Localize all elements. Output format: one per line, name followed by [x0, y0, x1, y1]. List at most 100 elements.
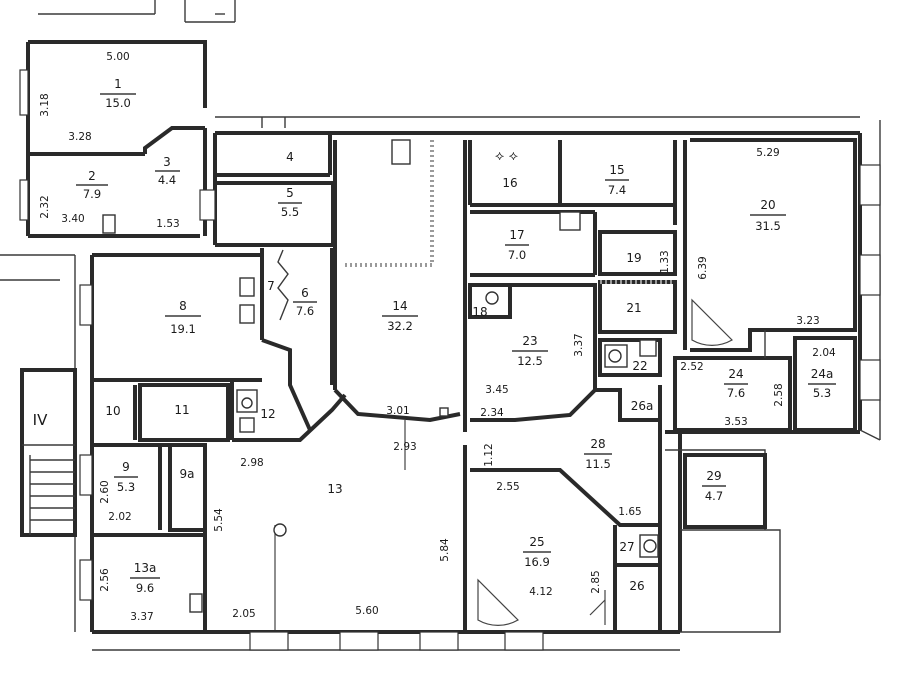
room-9a: 9a: [180, 467, 195, 481]
room-area: 7.0: [508, 248, 526, 262]
room-number: 17: [509, 228, 524, 242]
dimension: 2.04: [812, 347, 836, 359]
room-21: 21: [626, 301, 641, 315]
room-27: 27: [619, 540, 634, 554]
dimension: 2.98: [240, 457, 263, 469]
room-labels: 115.0 27.9 34.4 4 55.5 67.6 7 819.1 95.3…: [76, 77, 836, 595]
room-number: 25: [529, 535, 544, 549]
dimension: 1.53: [156, 218, 179, 230]
room-area: 12.5: [517, 354, 543, 368]
room-number: 21: [626, 301, 641, 315]
dimension: 6.39: [697, 256, 709, 279]
room-area: 19.1: [170, 322, 196, 336]
room-22: 22: [632, 359, 647, 373]
dimension: 3.28: [68, 131, 91, 143]
dimension: 3.37: [573, 333, 585, 356]
room-4: 4: [286, 150, 294, 164]
room-16: 16: [502, 176, 517, 190]
dimension: 1.65: [618, 506, 641, 518]
stair-iv: IV: [0, 254, 77, 537]
outer-walls: [26, 40, 881, 651]
room-area: 11.5: [585, 457, 611, 471]
windows: [19, 69, 881, 651]
room-3: 34.4: [155, 155, 180, 187]
dimension: 2.34: [480, 407, 504, 419]
door-swings: [273, 298, 733, 630]
interior-walls: [92, 133, 857, 632]
room-number: 28: [590, 437, 605, 451]
room-number: 24: [728, 367, 743, 381]
room-number: 7: [267, 279, 275, 293]
room-2: 27.9: [76, 169, 108, 201]
room-26a: 26a: [631, 399, 654, 413]
room-area: 4.4: [158, 173, 176, 187]
section-label: IV: [33, 411, 48, 429]
room-number: 13: [327, 482, 342, 496]
room-number: 26a: [631, 399, 654, 413]
dimension: 3.23: [796, 315, 819, 327]
room-number: 10: [105, 404, 120, 418]
dimension: 5.54: [213, 508, 225, 532]
room-area: 9.6: [136, 581, 154, 595]
dimension: 3.45: [485, 384, 508, 396]
room-17: 177.0: [505, 228, 529, 262]
room-number: 12: [260, 407, 275, 421]
room-number: 2: [88, 169, 96, 183]
room-area: 15.0: [105, 96, 131, 110]
room-number: 3: [163, 155, 171, 169]
room-7: 7: [267, 279, 275, 293]
dimension: 3.37: [130, 611, 153, 623]
room-number: 6: [301, 286, 309, 300]
room-number: 27: [619, 540, 634, 554]
room-area: 31.5: [755, 219, 781, 233]
dimension-labels: 5.00 3.18 3.28 2.32 3.40 1.53 2.60 2.02 …: [39, 51, 836, 623]
dimension: 2.60: [99, 480, 111, 503]
room-number: 23: [522, 334, 537, 348]
dimension: 1.12: [483, 443, 495, 466]
room-number: 24a: [811, 367, 834, 381]
room-area: 7.6: [727, 386, 745, 400]
dimension: 3.18: [39, 93, 51, 116]
room-number: 5: [286, 186, 294, 200]
room-5: 55.5: [278, 186, 302, 219]
room-area: 5.3: [813, 386, 831, 400]
room-area: 7.6: [296, 304, 314, 318]
room-1: 115.0: [100, 77, 136, 110]
room-9: 95.3: [114, 460, 138, 494]
room-23: 23 12.5: [512, 334, 548, 368]
room-area: 4.7: [705, 489, 723, 503]
room-number: 9: [122, 460, 130, 474]
room-number: 13a: [134, 561, 157, 575]
room-26: 26: [629, 579, 644, 593]
room-15: 157.4: [605, 163, 629, 197]
room-10: 10: [105, 404, 120, 418]
room-area: 32.2: [387, 319, 413, 333]
room-area: 5.3: [117, 480, 135, 494]
room-19: 19: [626, 251, 641, 265]
room-29: 294.7: [702, 469, 726, 503]
room-number: 4: [286, 150, 294, 164]
room-number: 14: [392, 299, 407, 313]
dimension: 3.53: [724, 416, 747, 428]
dimension: 5.29: [756, 147, 779, 159]
room-number: 26: [629, 579, 644, 593]
room-area: 7.4: [608, 183, 626, 197]
dimension: 2.32: [39, 195, 51, 218]
room-11: 11: [174, 403, 189, 417]
room-number: 20: [760, 198, 775, 212]
dimension: 2.56: [99, 568, 111, 592]
room-number: 9a: [180, 467, 195, 481]
room-24: 247.6: [724, 367, 748, 400]
room-20: 20 31.5: [750, 198, 786, 233]
dimension: 1.33: [659, 250, 671, 273]
dimension: 2.52: [680, 361, 703, 373]
room-18: 18: [472, 305, 487, 319]
dimension: 2.55: [496, 481, 519, 493]
dimension: 2.93: [393, 441, 416, 453]
dimension: 5.60: [355, 605, 378, 617]
svg-text:⟡ ⟡: ⟡ ⟡: [495, 148, 518, 164]
dimension: 5.84: [439, 538, 451, 562]
